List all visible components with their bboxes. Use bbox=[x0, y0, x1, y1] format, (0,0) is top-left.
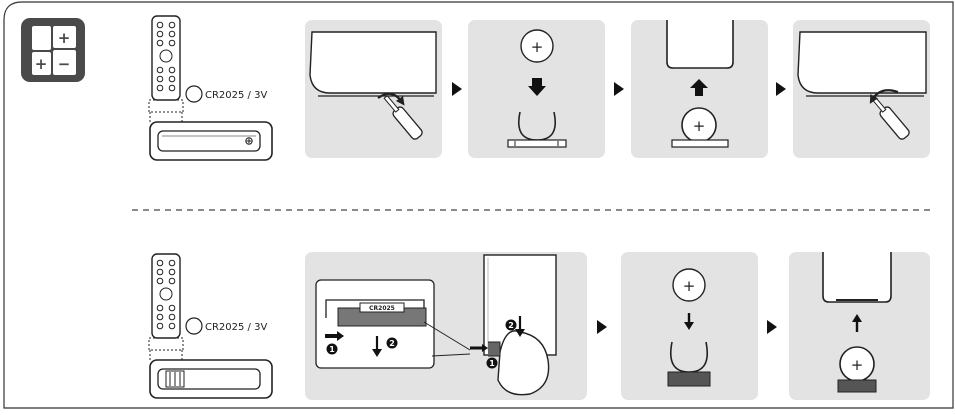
row1-arrow-2 bbox=[614, 82, 624, 96]
coin-cell-sign: + bbox=[531, 38, 544, 56]
battery-replacement-icon: + + − bbox=[21, 18, 85, 82]
coin-cell-sign: + bbox=[851, 356, 864, 374]
outer-frame bbox=[3, 1, 954, 409]
cell-marking: CR2025 bbox=[369, 305, 395, 312]
remote-control-icon bbox=[148, 253, 184, 360]
step-panel-1 bbox=[305, 20, 442, 158]
row2-arrow-1 bbox=[597, 320, 607, 334]
row1-arrow-3 bbox=[776, 82, 786, 96]
step-panel-4 bbox=[793, 20, 930, 158]
callout-1: 1 bbox=[329, 345, 335, 354]
callout-2: 2 bbox=[508, 321, 514, 330]
badge-sign-1: + bbox=[58, 29, 71, 47]
remote-control-icon bbox=[148, 15, 184, 122]
row2-arrow-2 bbox=[767, 320, 777, 334]
callout-1: 1 bbox=[489, 359, 495, 368]
battery-type-label: CR2025 / 3V bbox=[205, 90, 267, 101]
coin-cell-icon bbox=[185, 317, 203, 335]
coin-cell-icon bbox=[185, 85, 203, 103]
step-panel-5: + bbox=[621, 252, 758, 400]
coin-cell-sign: + bbox=[693, 117, 706, 135]
badge-sign-3: − bbox=[58, 55, 71, 73]
coin-cell-sign: + bbox=[683, 277, 696, 295]
row1-arrow-1 bbox=[452, 82, 462, 96]
step-panel-2: + bbox=[468, 20, 605, 158]
battery-tray-closeup bbox=[149, 359, 273, 399]
callout-2: 2 bbox=[389, 339, 395, 348]
step-panel-6: + bbox=[789, 252, 930, 400]
battery-type-label: CR2025 / 3V bbox=[205, 322, 267, 333]
badge-sign-2: + bbox=[35, 55, 48, 73]
battery-cover-closeup bbox=[149, 121, 273, 161]
step-panel-3: + bbox=[631, 20, 768, 158]
step-panel-tray: CR2025 1 2 1 2 bbox=[305, 252, 587, 400]
